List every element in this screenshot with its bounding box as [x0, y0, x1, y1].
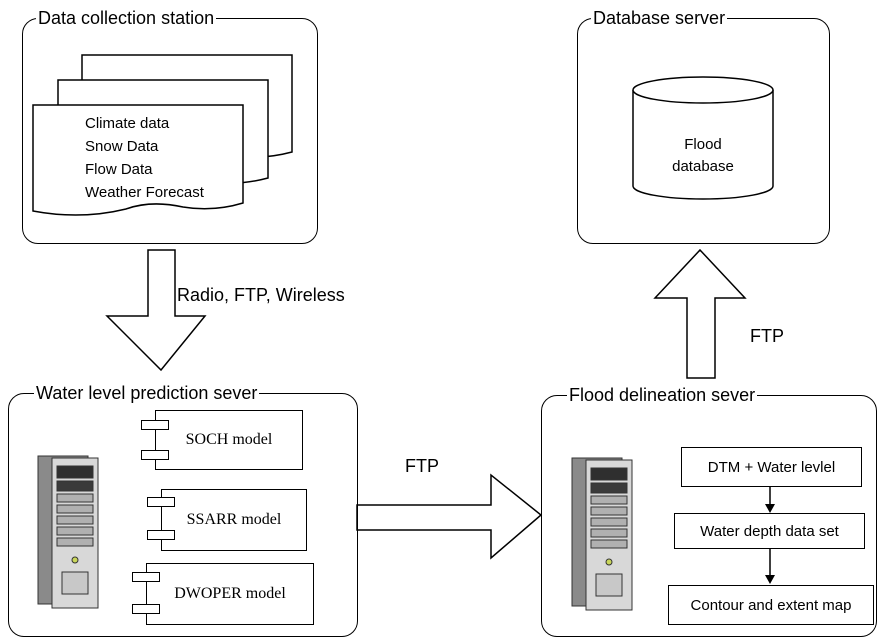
- server-tower-icon-2: [571, 457, 633, 611]
- up-arrow-icon: [653, 248, 747, 379]
- item-weather-forecast: Weather Forecast: [85, 184, 204, 201]
- server-tower-icon: [37, 455, 99, 609]
- item-climate-data: Climate data: [85, 115, 170, 132]
- radio-ftp-wireless-label: Radio, FTP, Wireless: [177, 285, 345, 305]
- right-arrow-icon: [356, 473, 543, 560]
- dtm-water-level-box: DTM + Water levlel: [681, 447, 862, 487]
- document-stack-icon: [32, 54, 293, 216]
- flood-delineation-title: Flood delineation sever: [567, 385, 758, 405]
- item-flow-data: Flow Data: [85, 161, 153, 178]
- soch-model-box: SOCH model: [155, 410, 303, 470]
- ssarr-model-tab-1: [147, 497, 175, 507]
- down-arrow-icon: [105, 249, 207, 372]
- database-server-title: Database server: [591, 8, 728, 28]
- dwoper-model-tab-1: [132, 572, 160, 582]
- data-collection-station-title: Data collection station: [36, 8, 217, 28]
- ssarr-model-box: SSARR model: [161, 489, 307, 551]
- data-collection-items: Climate data Snow Data Flow Data Weather…: [85, 112, 204, 204]
- soch-model-tab-1: [141, 420, 169, 430]
- ftp-up-label: FTP: [750, 326, 784, 346]
- contour-extent-map-box: Contour and extent map: [668, 585, 874, 625]
- soch-model-tab-2: [141, 450, 169, 460]
- flood-database-label: Flood database: [672, 136, 734, 175]
- dwoper-model-box: DWOPER model: [146, 563, 314, 625]
- ftp-right-label: FTP: [405, 456, 439, 476]
- water-level-prediction-title: Water level prediction sever: [34, 383, 260, 403]
- water-depth-data-set-box: Water depth data set: [674, 513, 865, 549]
- database-cylinder-icon: [632, 76, 774, 200]
- database-server-panel: [577, 18, 830, 244]
- item-snow-data: Snow Data: [85, 138, 159, 155]
- ssarr-model-tab-2: [147, 530, 175, 540]
- dwoper-model-tab-2: [132, 604, 160, 614]
